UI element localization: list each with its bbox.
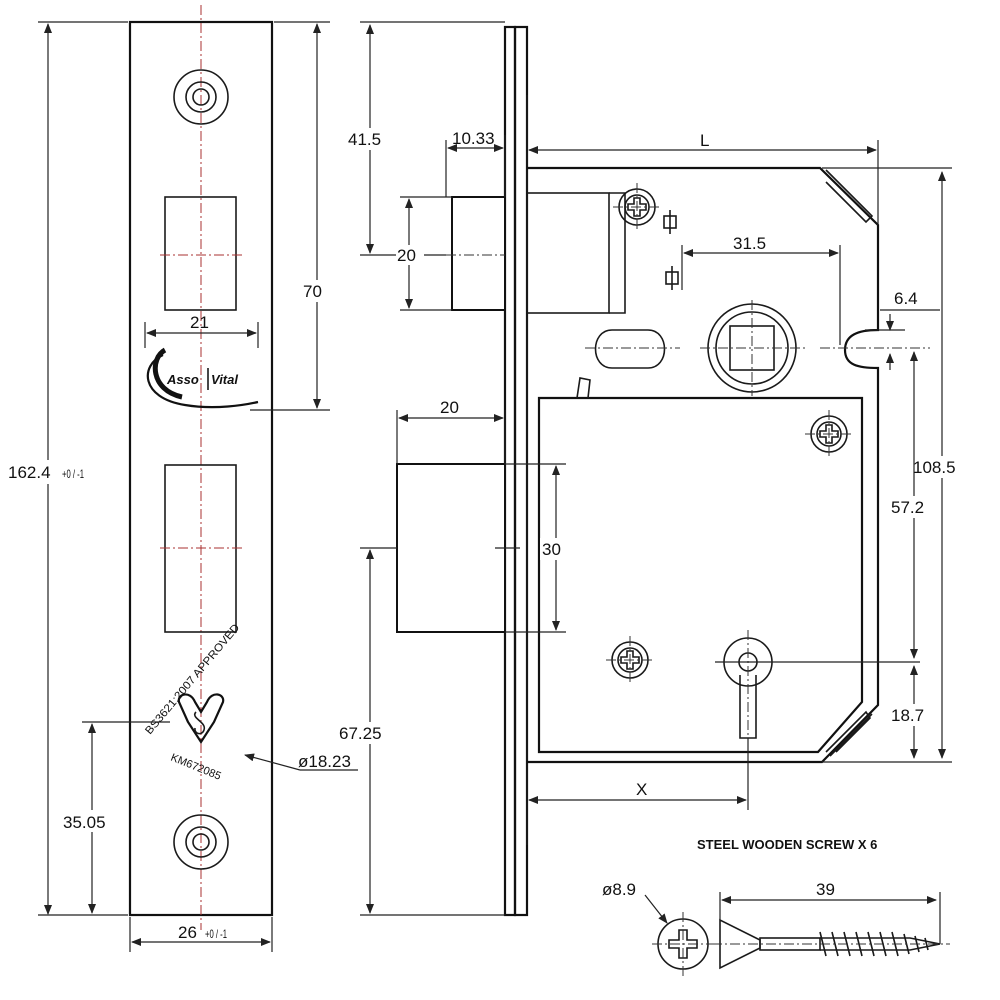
dim-screw-slot: 6.4 [894,289,918,308]
latch-bolt [451,196,506,311]
dim-height-total: 162.4 [8,463,51,482]
dim-kite-diameter: ø18.23 [298,752,351,771]
forend-inner [513,25,529,917]
dim-screw-length: 39 [816,880,835,899]
top-screw-hole [173,69,229,125]
kitemark-badge: BS3621:2007 APPROVED KM672085 [143,622,242,783]
logo-text-left: Asso [166,372,199,387]
dim-bolt-projection: 20 [440,398,459,417]
dim-bolt-center: 67.25 [339,724,382,743]
dim-backset: X [636,780,647,799]
case-screw-bottom [605,635,655,685]
screw-side-view [712,918,950,970]
dim-latch-thickness: 10.33 [452,129,495,148]
latch-window [164,196,237,311]
screw-head-icon [652,912,714,976]
brand-logo: Asso Vital [146,347,259,409]
keyhole [715,630,920,768]
dim-screw-head: ø8.9 [602,880,636,899]
faceplate-view: Asso Vital BS3621:2007 APPROVED KM672085… [8,5,358,952]
dim-bolt-height: 30 [542,540,561,559]
approval-text: BS3621:2007 APPROVED [143,622,242,737]
dim-latch-top: 41.5 [348,130,381,149]
dim-plate-width: 26 [178,923,197,942]
dim-kite-offset: 35.05 [63,813,106,832]
spindle-hub [700,300,805,396]
license-text: KM672085 [169,752,223,783]
screw-note: STEEL WOODEN SCREW X 6 [697,837,877,852]
dim-spindle-offset: 31.5 [733,234,766,253]
dim-latch-height: 20 [397,246,416,265]
lock-body-view: 41.5 10.33 20 L 31.5 6.4 108.5 [338,21,968,917]
dim-key-to-bottom: 18.7 [891,706,924,725]
dim-strike-width: 21 [190,313,209,332]
dim-case-height: 108.5 [913,458,956,477]
dim-case-length: L [700,131,709,150]
mechanism-plate [537,396,864,754]
dim-height-tol: +0 / -1 [62,467,84,481]
dim-plate-width-tol: +0 / -1 [205,927,227,941]
case-screw-right [804,409,854,459]
screw-detail: STEEL WOODEN SCREW X 6 ø8.9 39 [602,837,950,976]
oval-slot [594,329,666,369]
case-screw-top [612,182,662,232]
dim-logo-to-top: 70 [303,282,322,301]
deadbolt [396,463,506,633]
lock-case-outline [527,166,880,764]
forend-outer [503,25,517,917]
dim-spindle-to-key: 57.2 [891,498,924,517]
bottom-screw-hole [173,814,229,870]
logo-text-right: Vital [211,372,238,387]
